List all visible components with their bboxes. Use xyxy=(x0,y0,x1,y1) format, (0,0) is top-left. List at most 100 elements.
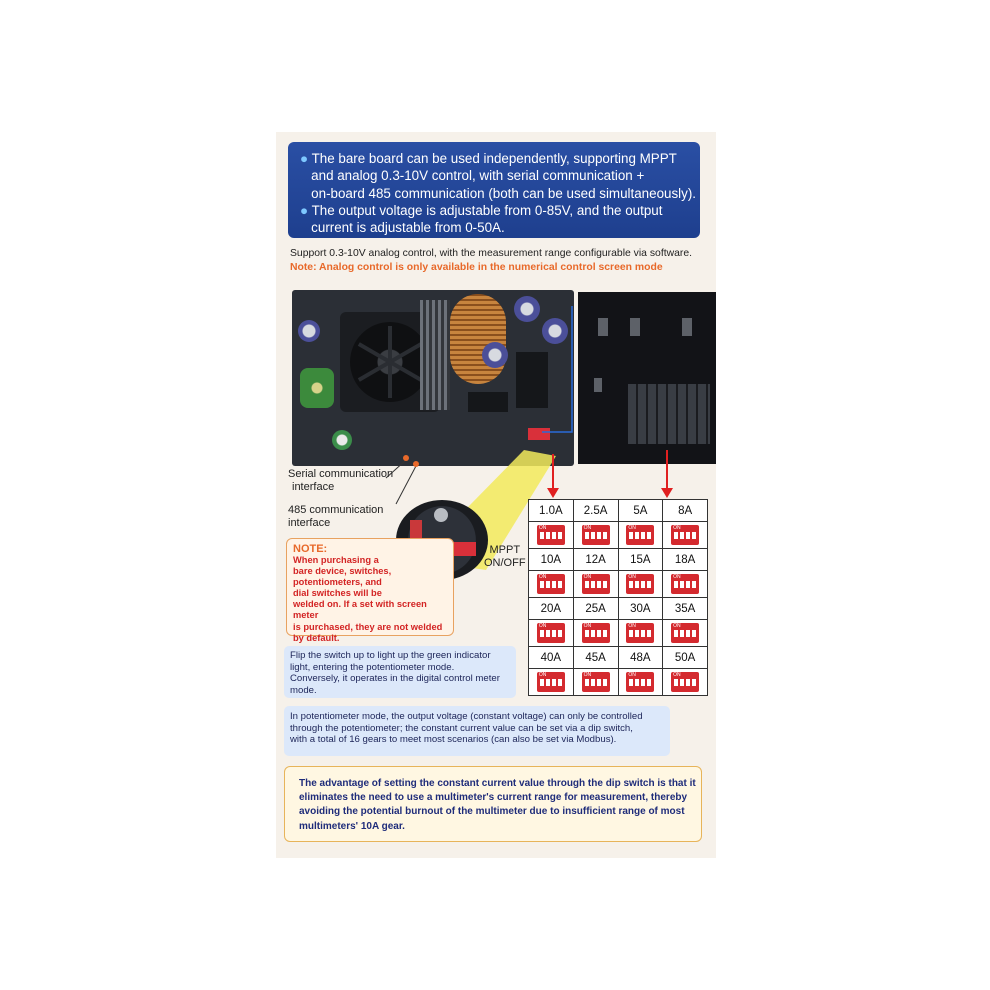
dip-switch-icon: ON xyxy=(671,574,700,594)
dip-cell: ON xyxy=(662,521,708,549)
info-line: Conversely, it operates in the digital c… xyxy=(290,673,500,684)
dip-cell: ON xyxy=(572,619,619,647)
header-line-text: current is adjustable from 0-50A. xyxy=(311,220,505,236)
capacitor-image xyxy=(332,430,352,450)
dip-cell: ON xyxy=(662,570,708,598)
dip-switch-icon: ON xyxy=(536,672,565,692)
dip-cell: ON xyxy=(662,619,708,647)
info-line: with a total of 16 gears to meet most sc… xyxy=(290,734,617,745)
table-row: 1.0A 2.5A 5A 8A xyxy=(528,499,708,522)
header-line: ● The output voltage is adjustable from … xyxy=(300,202,688,219)
red-arrow-head-icon xyxy=(661,488,673,498)
red-arrow-icon xyxy=(666,450,668,490)
header-line: current is adjustable from 0-50A. xyxy=(300,219,688,236)
header-line-text: on-board 485 communication (both can be … xyxy=(311,185,697,201)
current-label: 18A xyxy=(662,548,708,571)
dip-switch-icon: ON xyxy=(671,623,700,643)
red-arrow-icon xyxy=(552,454,554,490)
solder-pad xyxy=(594,378,602,392)
switch-info-box: Flip the switch up to light up the green… xyxy=(284,646,516,698)
serial-callout-line: interface xyxy=(292,481,335,493)
product-panel: ● The bare board can be used independent… xyxy=(276,132,716,858)
dip-cell: ON xyxy=(572,668,619,696)
capacitor-image xyxy=(482,342,508,368)
fan-hub xyxy=(350,322,430,402)
dip-cell: ON xyxy=(617,570,664,598)
note-line: dial switches will be xyxy=(293,588,382,599)
potentiometer-info-box: In potentiometer mode, the output voltag… xyxy=(284,706,670,756)
callout-pointer xyxy=(385,455,419,505)
solder-pad xyxy=(630,318,640,336)
current-label: 5A xyxy=(617,499,664,522)
current-label: 15A xyxy=(617,548,664,571)
serial-callout-line: Serial communication xyxy=(288,468,394,480)
note-title: NOTE: xyxy=(293,543,328,555)
current-label: 12A xyxy=(572,548,619,571)
rs485-callout-line: 485 communication xyxy=(288,504,384,516)
current-label: 50A xyxy=(662,646,708,669)
header-line: ● The bare board can be used independent… xyxy=(300,150,688,167)
dip-cell: ON xyxy=(617,521,664,549)
dip-switch-image xyxy=(528,428,550,440)
info-line: Flip the switch up to light up the green… xyxy=(290,650,491,661)
board-photo-front xyxy=(292,290,574,466)
bullet-icon: ● xyxy=(300,202,312,218)
table-row: 40A 45A 48A 50A xyxy=(528,646,708,669)
table-row: ON ON ON ON xyxy=(528,570,708,598)
header-line-text: The output voltage is adjustable from 0-… xyxy=(311,202,663,218)
dip-switch-icon: ON xyxy=(536,623,565,643)
header-box: ● The bare board can be used independent… xyxy=(288,142,700,238)
table-row: ON ON ON ON xyxy=(528,521,708,549)
green-inductor-image xyxy=(300,368,334,408)
current-label: 25A xyxy=(572,597,619,620)
current-label: 35A xyxy=(662,597,708,620)
potentiometer-image xyxy=(434,508,448,522)
capacitor-image xyxy=(298,320,320,342)
info-line: The advantage of setting the constant cu… xyxy=(299,778,696,789)
dip-switch-icon: ON xyxy=(626,574,655,594)
capacitor-image xyxy=(542,318,568,344)
board-photo-back xyxy=(578,292,716,464)
dip-cell: ON xyxy=(528,570,574,598)
note-line: is purchased, they are not welded xyxy=(293,621,443,632)
current-label: 48A xyxy=(617,646,664,669)
dip-switch-icon: ON xyxy=(626,623,655,643)
analog-note-text: Note: Analog control is only available i… xyxy=(290,262,663,273)
note-body: When purchasing a bare device, switches,… xyxy=(293,555,447,644)
table-row: ON ON ON ON xyxy=(528,619,708,647)
dip-switch-icon: ON xyxy=(581,574,610,594)
dip-switch-table: 1.0A 2.5A 5A 8A ON ON ON ON 10A 12A 15A … xyxy=(528,499,708,696)
zoom-dip-switch-image xyxy=(452,542,476,556)
mppt-callout-line: MPPT xyxy=(489,544,521,556)
note-line: potentiometers, and xyxy=(293,577,382,588)
info-line: mode. xyxy=(290,684,317,696)
note-box: NOTE: When purchasing a bare device, swi… xyxy=(286,538,454,643)
inductor-coil-image xyxy=(450,294,506,384)
dip-switch-icon: ON xyxy=(581,525,610,545)
current-label: 2.5A xyxy=(572,499,619,522)
info-line: eliminates the need to use a multimeter'… xyxy=(299,792,688,804)
solder-pad xyxy=(598,318,608,336)
info-line: In potentiometer mode, the output voltag… xyxy=(290,711,643,722)
chip-image xyxy=(468,392,508,412)
table-row: 20A 25A 30A 35A xyxy=(528,597,708,620)
info-line: through the potentiometer; the constant … xyxy=(290,722,633,734)
header-line-text: and analog 0.3-10V control, with serial … xyxy=(311,168,645,184)
current-label: 10A xyxy=(528,548,574,571)
note-line: welded on. If a set with screen meter xyxy=(293,599,427,621)
mppt-callout-line: ON/OFF xyxy=(484,557,526,569)
advantage-info-box: The advantage of setting the constant cu… xyxy=(284,766,702,842)
dip-cell: ON xyxy=(528,668,574,696)
bullet-icon: ● xyxy=(300,151,312,166)
header-line: on-board 485 communication (both can be … xyxy=(300,185,696,202)
info-line: multimeters' 10A gear. xyxy=(299,820,405,832)
current-label: 40A xyxy=(528,646,574,669)
solder-pad xyxy=(682,318,692,336)
dip-switch-icon: ON xyxy=(536,525,565,545)
dip-switch-icon: ON xyxy=(626,525,655,545)
dip-cell: ON xyxy=(572,521,619,549)
dip-cell: ON xyxy=(662,668,708,696)
back-component-grid xyxy=(628,384,710,444)
rs485-callout: 485 communication interface xyxy=(288,504,383,530)
current-label: 1.0A xyxy=(528,499,574,522)
